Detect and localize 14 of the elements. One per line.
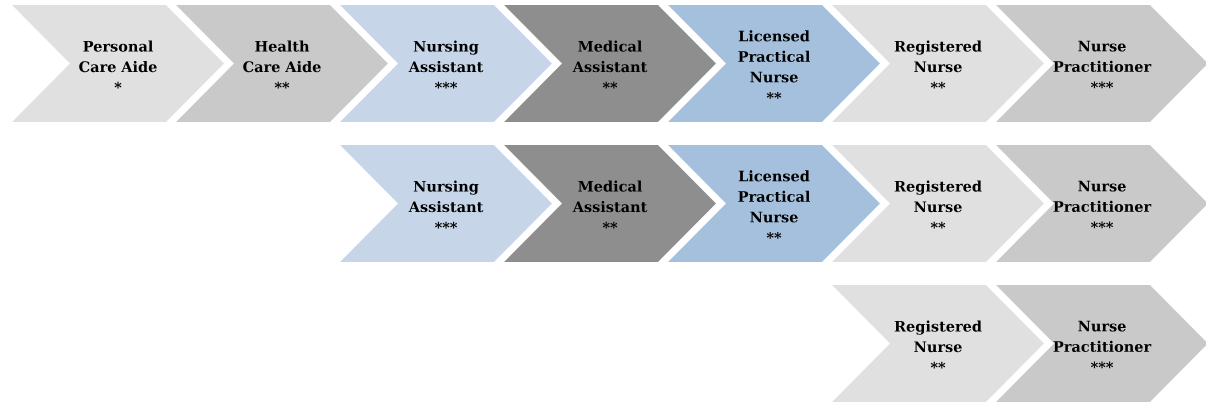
chevron-step: Nursing Assistant ***: [340, 5, 552, 122]
chevron-step: Medical Assistant **: [504, 145, 716, 262]
chevron-step: Licensed Practical Nurse **: [668, 5, 880, 122]
chevron-step: Nurse Practitioner ***: [996, 145, 1206, 262]
chevron-step: Personal Care Aide *: [12, 5, 224, 122]
chevron-step: Nursing Assistant ***: [340, 145, 552, 262]
chevron-step: Registered Nurse **: [832, 145, 1044, 262]
chevron-step: Nurse Practitioner ***: [996, 5, 1206, 122]
chevron-step: Health Care Aide **: [176, 5, 388, 122]
chevron-step: Registered Nurse **: [832, 285, 1044, 402]
chevron-step: Nurse Practitioner ***: [996, 285, 1206, 402]
chevron-step: Registered Nurse **: [832, 5, 1044, 122]
chevron-step: Licensed Practical Nurse **: [668, 145, 880, 262]
chevron-step: Medical Assistant **: [504, 5, 716, 122]
